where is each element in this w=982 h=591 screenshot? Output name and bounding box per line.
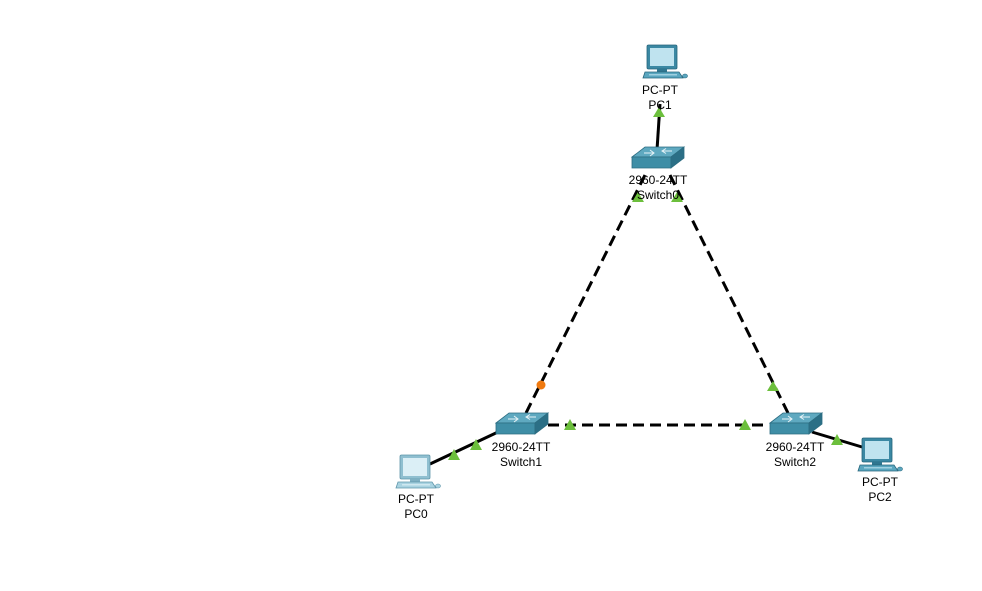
switch0-label: 2960-24TT Switch0 bbox=[603, 173, 713, 203]
pc1-label: PC-PT PC1 bbox=[605, 83, 715, 113]
pc0-model: PC-PT bbox=[398, 492, 434, 506]
switch0-icon[interactable] bbox=[631, 146, 685, 169]
switch2-label: 2960-24TT Switch2 bbox=[740, 440, 850, 470]
pc1-name: PC1 bbox=[648, 98, 672, 112]
link-up-indicator bbox=[767, 381, 779, 391]
cable-switch0-switch1[interactable] bbox=[524, 174, 647, 414]
link-up-indicator bbox=[470, 439, 482, 450]
link-up-indicator bbox=[671, 192, 683, 202]
pc2-label: PC-PT PC2 bbox=[825, 475, 935, 505]
link-up-indicator bbox=[739, 419, 751, 430]
cable-switch1-pc0[interactable] bbox=[429, 430, 499, 466]
pc1-icon[interactable] bbox=[642, 44, 688, 79]
cable-switch0-switch2[interactable] bbox=[668, 174, 790, 414]
link-blocking-indicator bbox=[536, 380, 546, 390]
link-up-indicator bbox=[632, 192, 644, 202]
switch1-model: 2960-24TT bbox=[491, 440, 551, 454]
link-up-indicator bbox=[831, 434, 843, 445]
pc0-icon[interactable] bbox=[395, 454, 441, 489]
pc2-model: PC-PT bbox=[862, 475, 898, 489]
switch0-model: 2960-24TT bbox=[628, 173, 688, 187]
switch1-label: 2960-24TT Switch1 bbox=[466, 440, 576, 470]
pc1-model: PC-PT bbox=[642, 83, 678, 97]
pc0-name: PC0 bbox=[404, 507, 428, 521]
link-up-indicator bbox=[448, 449, 460, 460]
pc2-icon[interactable] bbox=[857, 437, 903, 472]
switch2-model: 2960-24TT bbox=[765, 440, 825, 454]
switch2-icon[interactable] bbox=[769, 412, 823, 435]
switch1-name: Switch1 bbox=[499, 455, 543, 469]
switch1-icon[interactable] bbox=[495, 412, 549, 435]
pc0-label: PC-PT PC0 bbox=[361, 492, 471, 522]
link-up-indicator bbox=[653, 107, 665, 117]
switch0-name: Switch0 bbox=[636, 188, 680, 202]
link-up-indicator bbox=[564, 419, 576, 430]
pc2-name: PC2 bbox=[868, 490, 892, 504]
switch2-name: Switch2 bbox=[773, 455, 817, 469]
